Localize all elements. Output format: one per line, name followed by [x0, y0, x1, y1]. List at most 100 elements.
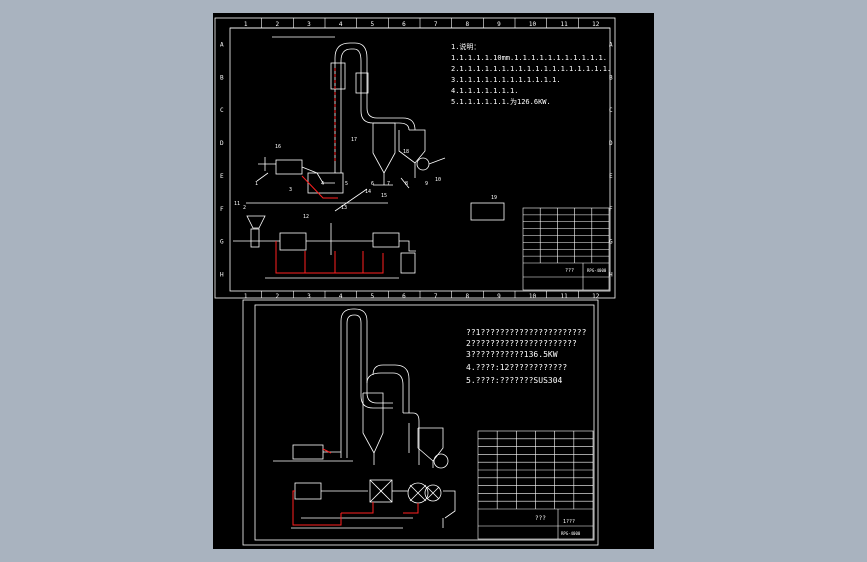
row-letter: B — [220, 74, 224, 81]
part-label: 11 — [234, 201, 240, 207]
bottom-title-block — [477, 430, 594, 540]
cyclone-separator — [373, 122, 396, 185]
row-letter: B — [609, 74, 613, 81]
part-label: 2 — [243, 205, 246, 211]
column-number: 5 — [371, 21, 375, 28]
column-number: 6 — [402, 21, 406, 28]
top-note-line: 4.1.1.1.1.1.1.1. — [451, 87, 518, 95]
row-letter: D — [220, 140, 224, 147]
column-number: 7 — [434, 21, 438, 28]
bottom-heater — [279, 232, 307, 251]
rotary-valve — [400, 252, 416, 274]
bottom-notes: ??1?????????????????????? 2?????????????… — [466, 328, 587, 385]
bottom-cyclone — [372, 232, 400, 248]
bottom-heater-lower — [294, 482, 322, 500]
air-heater — [275, 159, 303, 175]
part-label: 4 — [321, 181, 324, 187]
bottom-fan — [433, 453, 449, 469]
column-number: 4 — [339, 293, 343, 300]
column-number: 2 — [276, 293, 280, 300]
part-label: 1 — [255, 181, 258, 187]
column-number: 12 — [592, 21, 600, 28]
bottom-process-diagram — [273, 308, 456, 529]
top-part-labels: 1 2 3 4 5 6 7 8 9 10 11 12 13 14 15 16 1… — [234, 137, 497, 220]
column-number: 3 — [307, 293, 311, 300]
row-letter: G — [609, 239, 613, 246]
bottom-sheet-outer-border — [242, 299, 599, 546]
column-number: 9 — [497, 293, 501, 300]
bottom-heater-upper — [292, 444, 324, 460]
row-letter: E — [220, 173, 224, 180]
bag-filter — [409, 129, 426, 178]
part-label: 12 — [303, 214, 309, 220]
bottom-note-line: 5.????:???????SUS304 — [466, 376, 563, 385]
part-label: 13 — [341, 205, 347, 211]
bottom-accent-lines — [292, 448, 419, 526]
column-number: 4 — [339, 21, 343, 28]
row-letter: H — [220, 272, 224, 279]
bottom-bag-filter — [417, 427, 444, 468]
riser-pipe — [334, 42, 416, 173]
row-letter: F — [609, 206, 613, 213]
column-number: 7 — [434, 293, 438, 300]
row-letter: H — [609, 272, 613, 279]
column-number: 9 — [497, 21, 501, 28]
part-label: 7 — [387, 181, 390, 187]
part-label: 3 — [289, 187, 292, 193]
bottom-note-line: 2?????????????????????? — [466, 339, 577, 348]
exhaust-fan — [416, 157, 430, 171]
column-number: 10 — [529, 293, 537, 300]
part-label: 18 — [403, 149, 409, 155]
part-label: 19 — [491, 195, 497, 201]
column-number: 8 — [466, 293, 470, 300]
bottom-note-line: 3???????????136.5KW — [466, 350, 558, 359]
top-note-line: 5.1.1.1.1.1.1.为126.6KW. — [451, 97, 551, 106]
row-letter: C — [220, 107, 224, 114]
bottom-note-line: 4.????:12???????????? — [466, 363, 567, 372]
column-number: 5 — [371, 293, 375, 300]
feed-hopper — [246, 215, 266, 229]
row-letter: F — [220, 206, 224, 213]
top-title-code: RPG-4000 — [587, 268, 607, 273]
top-title-name: ??? — [565, 268, 574, 274]
top-title-block — [522, 207, 610, 291]
column-number: 1 — [244, 293, 248, 300]
top-note-line: 2.1.1.1.1.1.1.1.1.1.1.1.1.1.1.1.1.1.1. — [451, 65, 611, 73]
bottom-title-name: ??? — [535, 515, 546, 522]
part-label: 5 — [345, 181, 348, 187]
part-label: 9 — [425, 181, 428, 187]
column-number: 11 — [561, 293, 569, 300]
bottom-riser-pipe — [340, 308, 393, 458]
bottom-title-code: RPG-4000 — [561, 531, 581, 536]
top-note-line: 1.说明： — [451, 42, 480, 51]
column-number: 11 — [561, 21, 569, 28]
part-label: 17 — [351, 137, 357, 143]
column-number: 10 — [529, 21, 537, 28]
column-number: 8 — [466, 21, 470, 28]
bottom-title-name-secondary: 1??? — [563, 519, 575, 525]
bottom-cyclone — [362, 392, 384, 465]
row-letter: G — [220, 239, 224, 246]
bottom-sheet — [242, 299, 599, 546]
bottom-sheet-inner-border — [254, 304, 595, 541]
part-label: 8 — [405, 181, 408, 187]
column-number: 1 — [244, 21, 248, 28]
part-label: 6 — [371, 181, 374, 187]
top-note-line: 1.1.1.1.1.10mm.1.1.1.1.1.1.1.1.1.1.1. — [451, 54, 607, 62]
top-sheet-outer-border — [214, 17, 616, 299]
column-number: 6 — [402, 293, 406, 300]
top-process-diagram — [233, 36, 505, 279]
part-label: 10 — [435, 177, 441, 183]
row-letter: E — [609, 173, 613, 180]
column-number: 2 — [276, 21, 280, 28]
column-number: 12 — [592, 293, 600, 300]
top-notes: 1.说明： 1.1.1.1.1.10mm.1.1.1.1.1.1.1.1.1.1… — [451, 42, 611, 106]
row-letter: C — [609, 107, 613, 114]
row-letter: A — [220, 41, 224, 48]
row-letter: A — [609, 41, 613, 48]
top-accent-lines — [275, 68, 384, 274]
